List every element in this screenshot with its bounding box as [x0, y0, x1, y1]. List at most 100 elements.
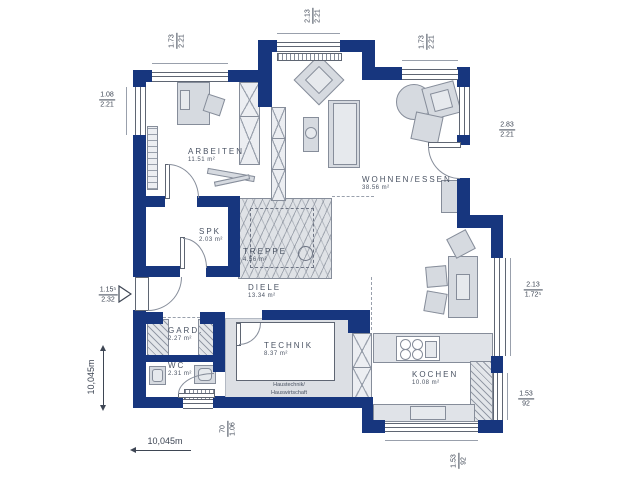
- stove-panel: [425, 341, 437, 358]
- window: [135, 87, 146, 135]
- dim-denominator: 1.72⁵: [524, 291, 542, 299]
- room-area: 4.56 m²: [243, 257, 267, 263]
- room-label-spk: SPK 2.03 m²: [199, 227, 223, 243]
- wardrobe-cabinet: [239, 116, 260, 165]
- wall-segment: [213, 396, 225, 404]
- window: [459, 87, 470, 135]
- room-label-treppe: TREPPE 4.56 m²: [243, 247, 287, 263]
- stair-walkline-circle: [298, 246, 313, 261]
- dim-numerator: 2.13: [523, 280, 543, 291]
- dining-chair: [423, 290, 448, 315]
- tall-cabinet: [352, 333, 372, 369]
- arrow-left-icon: [130, 447, 136, 453]
- dimension-label: 1.53 92: [518, 389, 534, 408]
- wall-segment: [213, 397, 373, 408]
- door-swing: [168, 164, 199, 198]
- room-label-arbeiten: ARBEITEN 11.51 m²: [188, 147, 244, 163]
- dimension-label: 1.73 2.21: [167, 33, 186, 49]
- wall-segment: [340, 40, 375, 52]
- room-name: DIELE: [248, 283, 282, 292]
- room-name: ARBEITEN: [188, 147, 245, 156]
- bookshelf: [147, 126, 158, 190]
- wardrobe-cabinet: [239, 82, 260, 118]
- window: [183, 399, 213, 409]
- kitchen-counter-side: [470, 361, 493, 422]
- room-area: 2.27 m²: [168, 336, 192, 342]
- room-name: KOCHEN: [412, 370, 459, 379]
- wall-segment: [457, 178, 470, 215]
- room-area: 2.03 m²: [199, 237, 223, 243]
- wall-segment: [457, 135, 470, 145]
- wall-segment: [133, 397, 183, 408]
- room-name: SPK: [199, 227, 222, 236]
- dim-denominator: 2.21: [178, 34, 186, 48]
- room-area: 11.51 m²: [188, 157, 216, 163]
- burner: [400, 349, 411, 360]
- room-area: 38.56 m²: [362, 185, 390, 191]
- room-label-wohnen-essen: WOHNEN/ESSEN 38.56 m²: [362, 175, 452, 191]
- sink: [410, 406, 446, 420]
- wall-segment: [258, 40, 272, 107]
- wall-segment: [197, 196, 240, 207]
- wall-segment: [457, 67, 470, 87]
- table-decor: [305, 127, 317, 139]
- dimension-label: 1.15⁵ 2.32: [98, 285, 118, 304]
- shelf-cabinet: [271, 107, 286, 140]
- dimension-label: 1.73 2.21: [417, 34, 436, 50]
- dim-numerator: 1.53: [518, 389, 534, 400]
- stair-walkline: [250, 208, 314, 268]
- entry-door-leaf: [135, 277, 149, 311]
- table-runner: [456, 274, 470, 300]
- dim-denominator: 2.21: [500, 131, 514, 139]
- technik-note-line: Haustechnik/: [273, 382, 305, 388]
- window: [402, 69, 458, 80]
- dimension-label: 70 1.06: [218, 421, 237, 437]
- room-name: GARD.: [168, 326, 204, 335]
- wall-segment: [213, 312, 225, 372]
- room-area: 2.31 m²: [168, 371, 192, 377]
- open-boundary-dashed: [332, 196, 374, 197]
- shelf-cabinet: [271, 138, 286, 171]
- dining-chair: [446, 229, 476, 259]
- room-area: 13.34 m²: [248, 293, 276, 299]
- room-label-technik: TECHNIK 8.37 m²: [264, 341, 313, 357]
- arrow-down-icon: [100, 405, 106, 411]
- wall-segment: [133, 266, 180, 277]
- gard-opening-dashed: [163, 317, 200, 318]
- dimension-line: [152, 63, 228, 64]
- dimension-label: 2.13 1.72⁵: [523, 280, 543, 299]
- overall-dim-line-horizontal: [136, 450, 191, 451]
- room-area: 8.37 m²: [264, 351, 288, 357]
- window: [494, 258, 506, 356]
- dim-denominator: 2.21: [100, 101, 114, 109]
- ottoman: [410, 111, 444, 145]
- dimension-line: [126, 87, 127, 135]
- overall-width-label: 10,045m: [147, 436, 183, 446]
- dimension-line: [402, 60, 458, 61]
- wall-segment: [362, 52, 375, 68]
- wall-segment: [362, 397, 373, 433]
- dim-numerator: 2.13: [303, 8, 314, 24]
- wall-segment: [362, 67, 402, 80]
- monitor: [180, 90, 190, 110]
- wall-segment: [133, 70, 152, 82]
- sofa-cushion: [333, 103, 357, 165]
- dim-numerator: 1.73: [167, 33, 178, 49]
- arrow-up-icon: [100, 345, 106, 351]
- entry-door-swing: [148, 277, 182, 311]
- wall-segment: [478, 420, 503, 433]
- wall-segment: [146, 355, 213, 362]
- burner: [412, 349, 423, 360]
- shelf-cabinet: [271, 169, 286, 201]
- dim-numerator: 1.73: [417, 34, 428, 50]
- wall-segment: [133, 196, 165, 207]
- staircase: [238, 198, 332, 279]
- dim-numerator: 1.53: [449, 453, 460, 469]
- dim-numerator: 70: [218, 421, 229, 437]
- room-label-diele: DIELE 13.34 m²: [248, 283, 281, 299]
- dimension-label: 2.83 2.21: [499, 120, 515, 139]
- radiator: [277, 53, 342, 61]
- wc-sink-basin: [152, 369, 163, 382]
- window: [385, 423, 478, 432]
- overall-dim-line-vertical: [103, 350, 104, 406]
